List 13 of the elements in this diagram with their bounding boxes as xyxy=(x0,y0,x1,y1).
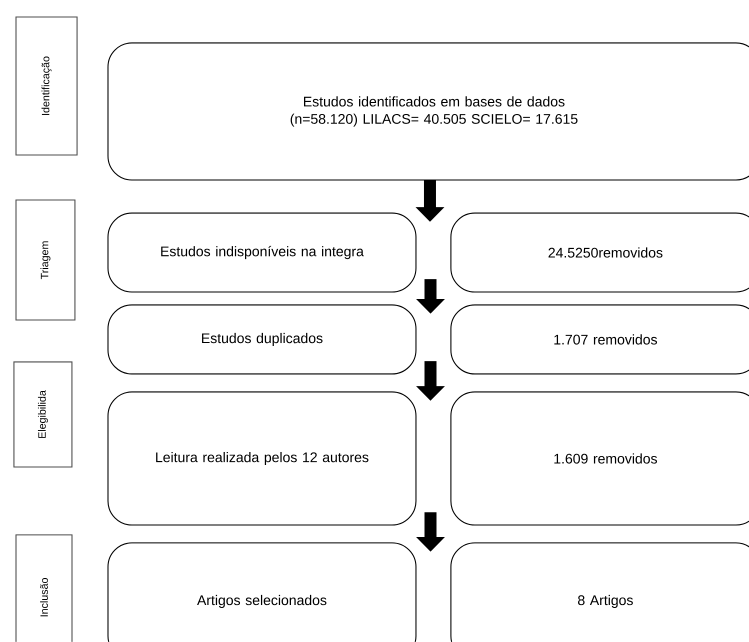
stage-label-box: Triagem xyxy=(15,199,76,321)
process-box: 1.707 removidos xyxy=(450,304,749,375)
process-box: Estudos identificados em bases de dados (n=58.120) LILACS= 40.505 SCIELO= 17.615 xyxy=(107,42,749,181)
process-box: 8 Artigos xyxy=(450,542,749,642)
process-box: Estudos duplicados xyxy=(107,304,416,375)
stage-label-box: Identificação xyxy=(15,16,78,156)
process-box: Artigos selecionados xyxy=(107,542,416,642)
process-box: Estudos indisponíveis na integra xyxy=(107,212,416,293)
process-box: 1.609 removidos xyxy=(450,391,749,526)
stage-label-box: Inclusão xyxy=(15,534,73,642)
stage-label-box: Elegibilida xyxy=(13,361,72,468)
process-box: Leitura realizada pelos 12 autores xyxy=(107,391,416,526)
process-box: 24.5250removidos xyxy=(450,212,749,293)
